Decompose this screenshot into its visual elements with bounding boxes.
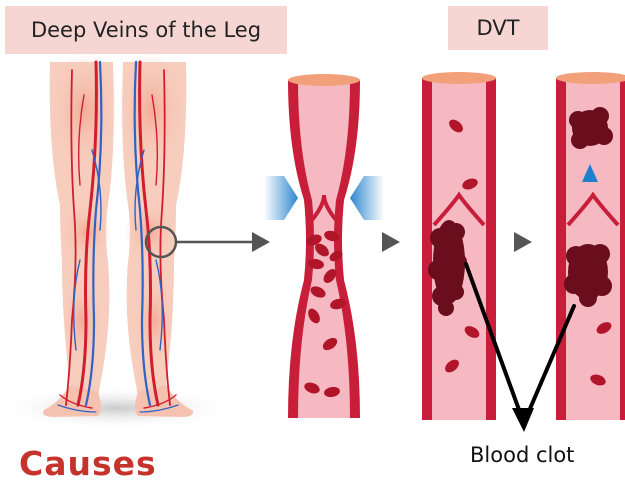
legs-illustration <box>0 50 237 430</box>
floor-shadow <box>0 386 237 430</box>
next-step-icon <box>514 232 532 252</box>
next-step-icon <box>382 232 400 252</box>
blood-clot-2 <box>569 107 613 149</box>
compression-arrow-icon <box>264 176 298 220</box>
dvt-diagram <box>0 0 625 471</box>
vein-clot-forming <box>422 72 496 420</box>
vein-embolus <box>556 72 625 420</box>
causes-heading: Causes <box>19 444 157 483</box>
compression-arrow-icon <box>350 176 384 220</box>
clot-pointer-head <box>512 408 534 432</box>
blood-clot-label: Blood clot <box>470 443 574 467</box>
next-step-icon <box>252 232 270 252</box>
vein-compressed <box>288 74 360 418</box>
